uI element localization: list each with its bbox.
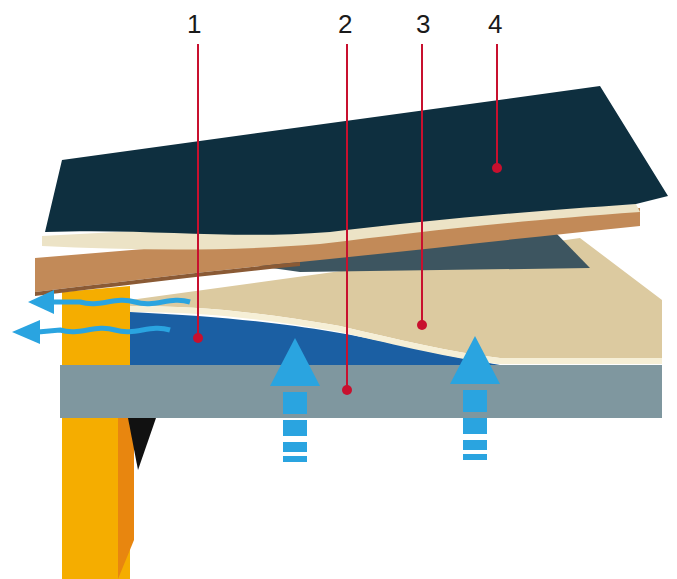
callout-number: 4 xyxy=(488,10,502,38)
board-shade xyxy=(35,262,300,296)
concrete-slab xyxy=(60,365,662,418)
venting-arrows xyxy=(38,300,190,332)
leader-dots xyxy=(193,163,502,395)
rising-vapour-arrows xyxy=(270,336,500,462)
top-sheet xyxy=(45,86,668,235)
insulation-edge xyxy=(130,306,662,364)
leader-lines xyxy=(198,44,497,390)
callout-number: 3 xyxy=(416,10,430,38)
callout-number: 2 xyxy=(338,10,352,38)
venting-arrowheads xyxy=(12,290,54,344)
post-shade xyxy=(118,418,134,579)
callout-number: 1 xyxy=(187,10,201,38)
post-top xyxy=(62,286,130,365)
post-shadow xyxy=(128,418,156,470)
